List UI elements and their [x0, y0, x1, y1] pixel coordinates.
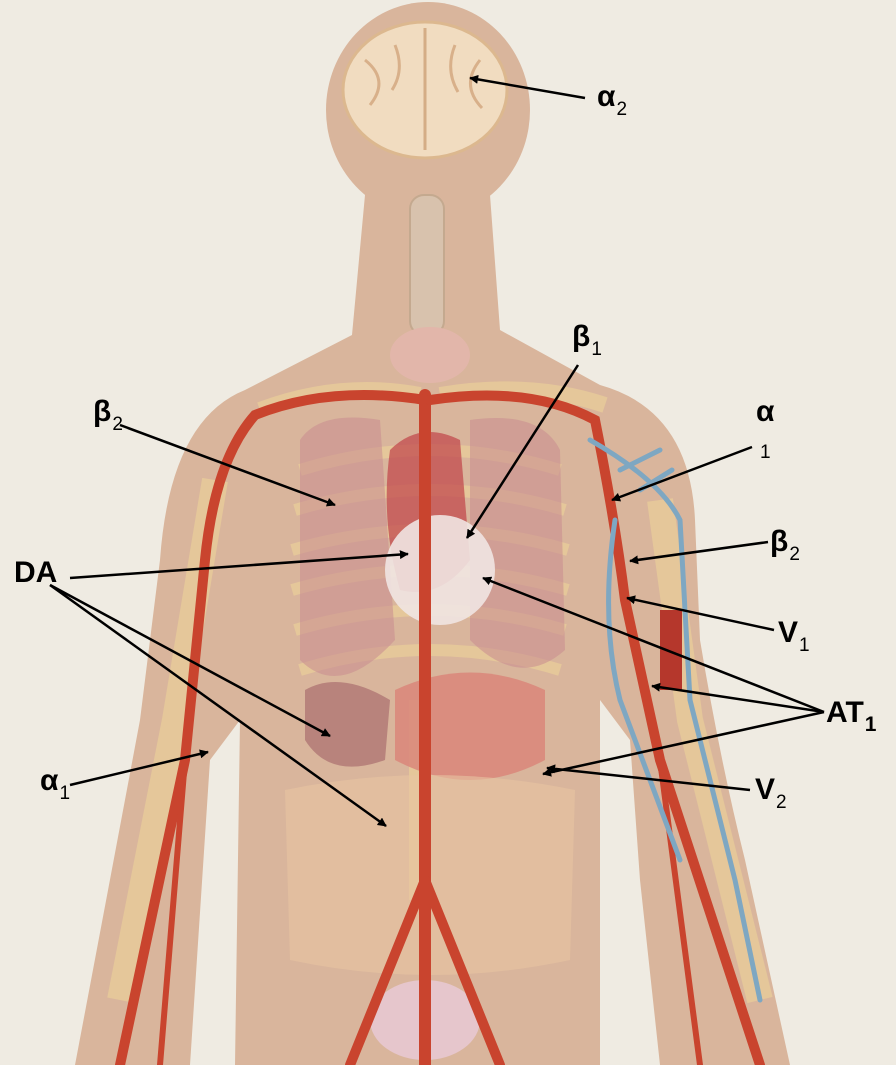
brain-section [343, 22, 507, 158]
label-beta2-right-sub: 2 [789, 544, 800, 565]
label-alpha2-sub: 2 [616, 99, 627, 120]
label-v1: V1 [778, 618, 810, 655]
label-alpha1-right: α 1 [756, 397, 774, 462]
label-beta2-left-symbol: β [93, 395, 111, 428]
label-alpha1-left-symbol: α [40, 764, 58, 797]
label-alpha1-right-symbol: α [756, 395, 774, 428]
label-beta1-symbol: β [572, 320, 590, 353]
label-beta2-right: β2 [770, 527, 800, 564]
label-alpha2-symbol: α [597, 80, 615, 113]
label-v2-sub: 2 [776, 792, 787, 813]
label-v1-sub: 1 [799, 635, 810, 656]
label-at1-sub: 1 [865, 713, 877, 736]
label-alpha2: α2 [597, 82, 627, 119]
label-alpha1-right-sub: 1 [760, 443, 774, 462]
label-alpha1-left-sub: 1 [59, 783, 70, 804]
label-beta1-sub: 1 [591, 339, 602, 360]
label-v2: V2 [755, 775, 787, 812]
label-alpha1-left: α1 [40, 766, 70, 803]
label-beta2-left-sub: 2 [112, 414, 123, 435]
label-at1-symbol: AT [826, 696, 864, 729]
label-da: DA [14, 558, 57, 588]
label-v1-symbol: V [778, 616, 798, 649]
label-beta2-left: β2 [93, 397, 123, 434]
label-at1: AT1 [826, 698, 876, 735]
label-da-text: DA [14, 556, 57, 589]
label-beta1: β1 [572, 322, 602, 359]
label-v2-symbol: V [755, 773, 775, 806]
label-beta2-right-symbol: β [770, 525, 788, 558]
